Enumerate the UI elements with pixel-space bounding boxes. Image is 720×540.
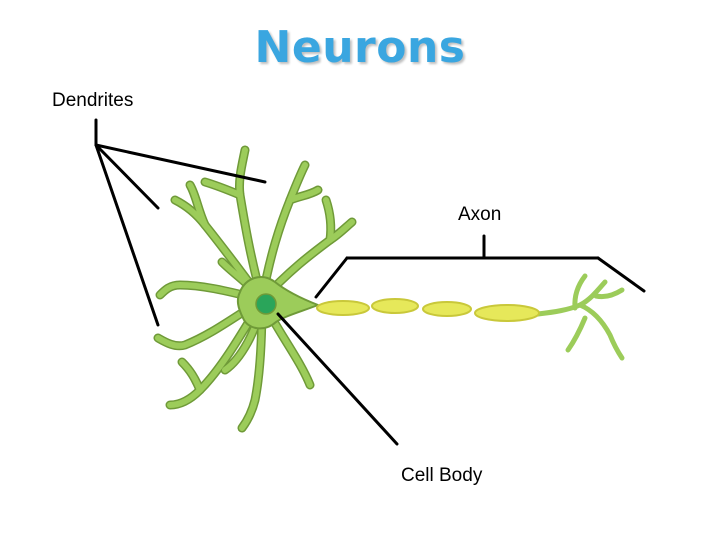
dendrite-branches [155,147,355,431]
dendrites-pointer-line [94,143,267,184]
nucleus [255,293,277,315]
axon-bracket-left [314,256,349,299]
dendrites-pointer-line [94,143,160,327]
axon-bracket-right [596,256,646,293]
cell-body-pointer-line [276,312,399,446]
myelin-sheaths [316,298,540,322]
leader-lines [94,118,646,446]
page-title: Neurons [254,22,466,73]
myelin-sheath [474,304,540,322]
myelin-sheath [422,301,472,317]
dendrites-label: Dendrites [52,90,134,111]
axon-terminals [535,273,625,361]
myelin-sheath [371,298,419,314]
cell-body-soma [236,276,319,330]
neuron-drawing [153,145,625,433]
myelin-sheath [316,300,370,316]
cell-body-label: Cell Body [401,465,483,486]
dendrites-pointer-line [94,143,160,210]
axon-label: Axon [458,204,502,225]
